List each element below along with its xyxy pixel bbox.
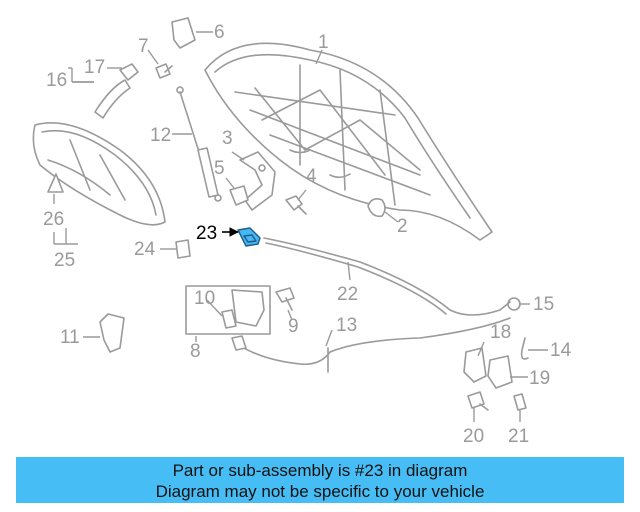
- info-banner: Part or sub-assembly is #23 in diagram D…: [16, 457, 624, 503]
- callout-16: 16: [46, 70, 67, 91]
- bracket-18: [463, 347, 487, 383]
- latch-assembly-8: [185, 285, 271, 335]
- handle-14: [520, 337, 529, 360]
- callout-13: 13: [336, 315, 357, 336]
- part-24: [175, 239, 191, 259]
- callout-18: 18: [490, 322, 511, 343]
- callout-3: 3: [222, 128, 233, 149]
- seal-16: [94, 63, 139, 119]
- leader-lines: [53, 31, 548, 422]
- callout-1: 1: [318, 32, 329, 53]
- bracket-6: [171, 17, 196, 49]
- callout-14: 14: [550, 340, 572, 361]
- banner-line-part: Part or sub-assembly is #23 in diagram: [172, 461, 468, 480]
- callout-9: 9: [288, 316, 299, 337]
- parts-diagram: 1 2 3 4 5 6 7 8 9 10 11 12 13 14 15 16 1…: [32, 17, 572, 447]
- hood-panel: [204, 42, 493, 241]
- callout-20: 20: [463, 426, 484, 447]
- release-cable-22: [263, 237, 511, 316]
- callout-10: 10: [194, 288, 215, 309]
- callout-8: 8: [190, 341, 201, 362]
- part-23-highlighted: [237, 227, 261, 247]
- release-cable-13: [231, 317, 511, 373]
- bolt-7: [155, 63, 173, 79]
- callout-5: 5: [214, 158, 225, 179]
- hood-insulator: [32, 122, 166, 226]
- banner-line-disclaimer: Diagram may not be specific to your vehi…: [155, 482, 485, 501]
- callout-12: 12: [150, 125, 171, 146]
- callout-2: 2: [397, 216, 408, 237]
- callout-23: 23: [196, 223, 217, 244]
- hood-hinge: [239, 151, 276, 211]
- bolt-9: [275, 287, 295, 311]
- callout-19: 19: [529, 368, 550, 389]
- bracket-11: [99, 313, 125, 353]
- bolt-20: [467, 391, 489, 411]
- callout-26: 26: [43, 209, 64, 230]
- callout-25: 25: [54, 250, 75, 271]
- bumper-5: [229, 185, 249, 206]
- callout-21: 21: [508, 426, 529, 447]
- callout-7: 7: [138, 36, 149, 57]
- hook-15: [507, 297, 521, 311]
- plug-2: [367, 198, 386, 218]
- hood-strut: [176, 86, 222, 202]
- callout-6: 6: [214, 22, 225, 43]
- bracket-19: [487, 355, 513, 389]
- callout-17: 17: [84, 57, 105, 78]
- callout-numbers: 1 2 3 4 5 6 7 8 9 10 11 12 13 14 15 16 1…: [43, 22, 572, 447]
- callout-11: 11: [60, 327, 80, 348]
- callout-15: 15: [533, 294, 554, 315]
- bolt-4: [285, 195, 307, 215]
- callout-4: 4: [306, 166, 317, 187]
- clip-26: [47, 173, 64, 193]
- callout-22: 22: [337, 284, 358, 305]
- callout-24: 24: [134, 239, 156, 260]
- clip-21: [513, 393, 527, 411]
